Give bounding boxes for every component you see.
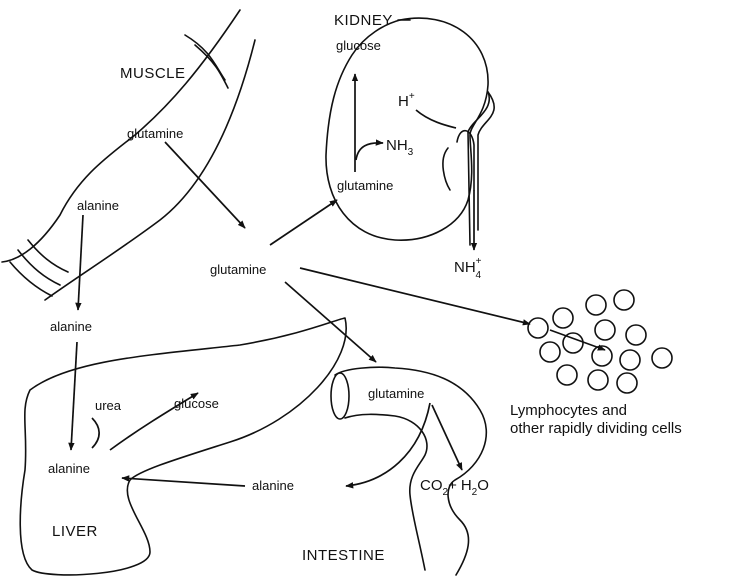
liver-urea-label: urea (95, 398, 122, 413)
cell (588, 370, 608, 390)
kidney-glucose-label: glucose (336, 38, 381, 53)
co2-h2o-label: CO2+H2O (420, 477, 489, 498)
cell (652, 348, 672, 368)
nh4-label: NH+4 (454, 256, 482, 281)
liver-label: LIVER (52, 523, 98, 540)
intestine-alanine-label: alanine (252, 478, 294, 493)
h-plus-label: H+ (398, 91, 415, 110)
arrow-urea-join (92, 418, 99, 448)
cell (586, 295, 606, 315)
blood-glutamine-label: glutamine (210, 262, 266, 277)
liver-glucose-label: glucose (174, 396, 219, 411)
kidney-glutamine-label: glutamine (337, 178, 393, 193)
cell (620, 350, 640, 370)
arrow-alanine-to-liver (122, 478, 245, 486)
muscle-label: MUSCLE (120, 65, 186, 82)
cell (553, 308, 573, 328)
blood-alanine-label: alanine (50, 319, 92, 334)
arrow-blood-to-cells (300, 268, 530, 324)
intestine-label: INTESTINE (302, 547, 385, 564)
cells-caption-line1: Lymphocytes and (510, 402, 627, 419)
cell (595, 320, 615, 340)
cell (540, 342, 560, 362)
cell (528, 318, 548, 338)
arrow-blood-alanine-to-liver (71, 342, 77, 450)
liver-alanine-label: alanine (48, 461, 90, 476)
intestine-glutamine-label: glutamine (368, 386, 424, 401)
arrow-kidney-to-nh3 (356, 143, 383, 160)
arrow-h-plus-to-urine (416, 110, 456, 128)
arrow-blood-to-kidney (270, 200, 337, 245)
nh3-label: NH3 (386, 137, 414, 158)
cell (617, 373, 637, 393)
cell (557, 365, 577, 385)
muscle-glutamine-label: glutamine (127, 126, 183, 141)
arrow-intestine-to-co2 (432, 405, 462, 470)
arrow-blood-to-intestine (285, 282, 376, 362)
cell (626, 325, 646, 345)
cells-caption-line2: other rapidly dividing cells (510, 420, 682, 437)
lymphocyte-cluster (528, 290, 672, 393)
muscle-alanine-label: alanine (77, 198, 119, 213)
muscle-outline (2, 10, 255, 300)
kidney-label: KIDNEY (334, 12, 393, 29)
cell (614, 290, 634, 310)
arrow-muscle-alanine-to-blood (78, 215, 83, 310)
arrow-muscle-glutamine-to-blood (165, 142, 245, 228)
